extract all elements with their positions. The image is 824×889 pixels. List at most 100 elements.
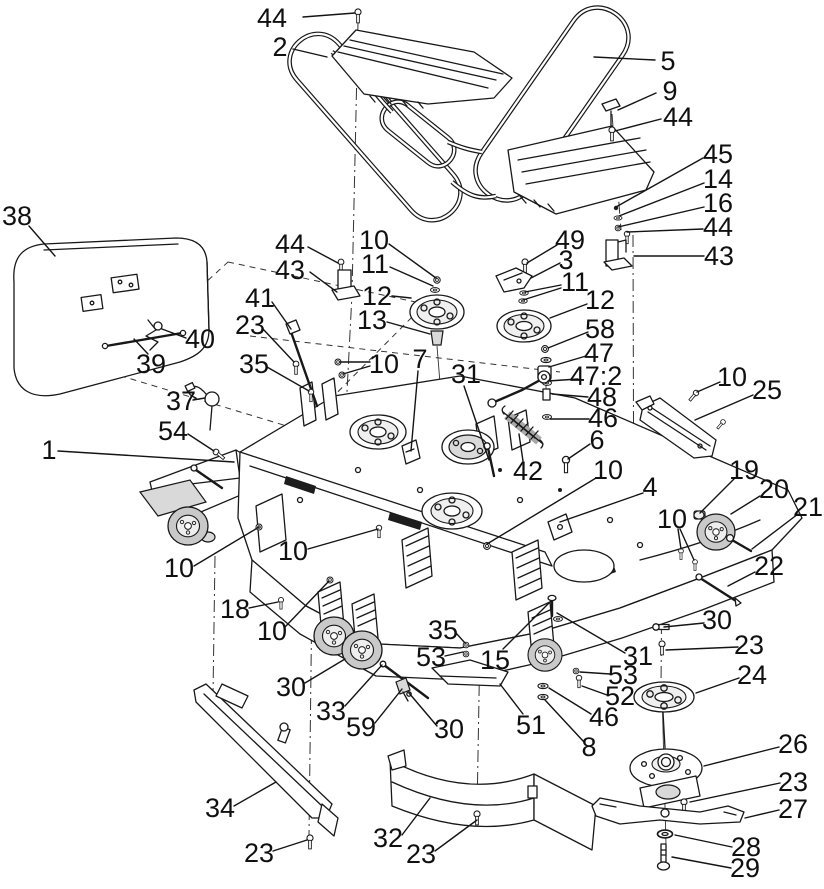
leader-line-49: [526, 244, 558, 264]
callout-12-20: 12: [585, 285, 615, 315]
nut-53-lower: [462, 650, 470, 658]
leader-line-10: [342, 365, 371, 375]
leader-line-18: [248, 601, 279, 609]
callout-58-21: 58: [585, 314, 615, 344]
callout-47-22: 47: [584, 338, 614, 368]
leader-line-23: [272, 839, 308, 852]
callout-5-2: 5: [660, 46, 675, 76]
callout-32-75: 32: [373, 823, 403, 853]
callout-10-46: 10: [657, 504, 687, 534]
callout-11-14: 11: [361, 249, 389, 279]
leader-line-1: [57, 450, 235, 463]
spindle-pulley-24: [633, 681, 695, 749]
leader-line-26: [703, 746, 780, 767]
callout-10-13: 10: [359, 225, 389, 255]
callout-28-71: 28: [731, 832, 761, 862]
callout-53-62: 53: [608, 660, 638, 690]
latch-spring: [145, 319, 163, 351]
callout-2-1: 2: [272, 32, 287, 62]
leader-line-31: [556, 612, 626, 654]
discharge-chute-32: [387, 749, 597, 851]
belt-cover-left: [331, 29, 513, 109]
nut-53-b: [572, 667, 580, 675]
callout-29-72: 29: [730, 853, 760, 883]
callout-1-36: 1: [41, 435, 56, 465]
leader-line-10: [284, 580, 330, 628]
leader-line-52: [581, 685, 608, 696]
callout-44-8: 44: [703, 212, 733, 242]
leader-line-30: [663, 622, 705, 628]
leader-line-53: [579, 671, 611, 675]
leader-line-48: [551, 393, 589, 398]
callout-11-19: 11: [561, 267, 589, 297]
deck-pulley-left: [349, 414, 407, 450]
cover-stop-flag: [601, 98, 621, 127]
callout-39-33: 39: [136, 349, 166, 379]
leader-line-6: [567, 443, 591, 460]
leader-line-39: [133, 338, 149, 355]
leader-line-2: [292, 48, 328, 58]
callout-10-49: 10: [278, 536, 308, 566]
rod-22: [695, 573, 742, 607]
leader-line-59: [374, 688, 403, 724]
leader-line-12: [549, 303, 588, 319]
callout-23-69: 23: [778, 767, 808, 797]
blade-bolt-29: [656, 843, 671, 871]
washer-46-b: [537, 682, 549, 690]
gauge-wheel-bracket-25: [635, 395, 717, 459]
callout-53-57: 53: [416, 642, 446, 672]
leader-line-21: [751, 513, 799, 550]
callout-34-73: 34: [205, 793, 235, 823]
leader-line-10: [696, 381, 721, 393]
leader-line-10: [193, 526, 260, 567]
callout-37-34: 37: [166, 386, 196, 416]
callout-51-66: 51: [516, 710, 546, 740]
leader-line-4: [559, 492, 644, 523]
gauge-wheel-20: [696, 513, 736, 551]
leader-line-22: [727, 571, 756, 587]
leader-line-51: [499, 683, 524, 715]
callout-10-29: 10: [369, 349, 399, 379]
leader-line-40: [161, 328, 187, 339]
leader-line-13: [386, 321, 431, 335]
leader-line-42: [518, 433, 524, 462]
callout-23-74: 23: [244, 838, 274, 868]
leader-line-12: [391, 295, 412, 299]
callout-15-58: 15: [480, 645, 510, 675]
leader-line-44: [614, 118, 662, 132]
leader-line-54: [187, 433, 215, 452]
leader-line-29: [671, 856, 732, 869]
callout-31-59: 31: [623, 641, 653, 671]
leader-line-9: [617, 92, 657, 111]
leader-line-23: [434, 819, 478, 852]
callout-43-9: 43: [704, 241, 734, 271]
callout-47:2-23: 47:2: [570, 361, 623, 391]
callout-4-42: 4: [642, 472, 657, 502]
deck-clutch-pulley: [441, 429, 495, 465]
deflector-cover: [13, 237, 210, 397]
callout-59-54: 59: [346, 712, 376, 742]
leader-line-46: [548, 687, 592, 715]
callout-24-67: 24: [737, 660, 767, 690]
caster-wheel-front-c: [527, 638, 563, 672]
callout-23-76: 23: [406, 839, 436, 869]
callout-12-15: 12: [362, 281, 392, 311]
leader-line-10: [677, 528, 682, 550]
callout-25-40: 25: [752, 375, 782, 405]
leader-line-5: [593, 56, 656, 61]
leader-line-23: [689, 782, 781, 803]
leader-line-33: [344, 664, 383, 707]
belt-cover-right: [507, 125, 655, 215]
callout-52-63: 52: [605, 681, 635, 711]
leader-line-37: [192, 397, 206, 401]
callout-35-56: 35: [428, 615, 458, 645]
callout-8-65: 8: [581, 732, 596, 762]
nut-35-lower: [462, 641, 470, 649]
leader-line-10: [388, 243, 437, 279]
leader-line-32: [401, 797, 431, 836]
leader-line-11: [389, 266, 434, 287]
leader-line-23: [262, 328, 295, 363]
